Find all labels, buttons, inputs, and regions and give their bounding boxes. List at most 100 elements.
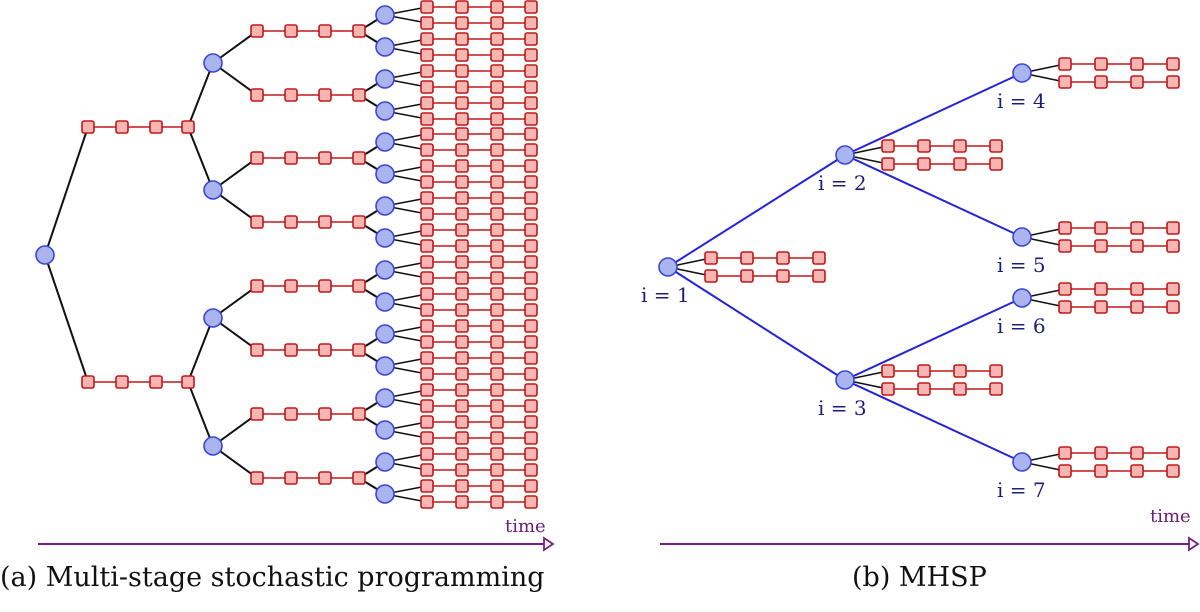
scenario-node <box>375 228 395 248</box>
time-step <box>881 382 895 396</box>
time-step <box>420 447 434 461</box>
mhsp-edge <box>844 379 1023 463</box>
scenario-node <box>375 101 395 121</box>
time-step <box>352 24 366 38</box>
time-step <box>149 375 163 389</box>
time-step <box>420 80 434 94</box>
edge <box>187 62 214 128</box>
time-step <box>1094 75 1108 89</box>
time-step <box>1058 282 1072 296</box>
node-label-2: i = 2 <box>818 171 867 195</box>
caption-panel-b: (b) MHSP <box>852 562 987 593</box>
scenario-node <box>203 308 223 328</box>
time-step <box>455 159 469 173</box>
time-step <box>284 407 298 421</box>
time-step <box>420 239 434 253</box>
time-step <box>1094 300 1108 314</box>
mhsp-node-6 <box>1012 288 1032 308</box>
time-step <box>524 223 538 237</box>
time-step <box>250 151 264 165</box>
edge <box>187 126 214 191</box>
time-arrow-b-head <box>1188 536 1200 552</box>
time-step <box>455 223 469 237</box>
time-step <box>420 479 434 493</box>
time-step <box>420 96 434 110</box>
mhsp-node-7 <box>1012 452 1032 472</box>
time-step <box>420 0 434 14</box>
time-step <box>420 319 434 333</box>
scenario-node <box>375 132 395 152</box>
mhsp-edge <box>844 297 1023 381</box>
time-step <box>490 463 504 477</box>
time-step <box>352 471 366 485</box>
time-step <box>524 463 538 477</box>
node-label-6: i = 6 <box>997 314 1046 338</box>
time-step <box>524 351 538 365</box>
time-step <box>420 383 434 397</box>
time-step <box>318 407 332 421</box>
time-step <box>524 415 538 429</box>
scenario-node <box>375 5 395 25</box>
time-step <box>455 479 469 493</box>
time-step <box>953 157 967 171</box>
time-step <box>490 335 504 349</box>
time-step <box>115 375 129 389</box>
node-label-1: i = 1 <box>641 283 690 307</box>
time-step <box>704 251 718 265</box>
node-label-3: i = 3 <box>818 396 867 420</box>
time-step <box>524 399 538 413</box>
time-step <box>524 159 538 173</box>
time-step <box>490 479 504 493</box>
time-step <box>420 64 434 78</box>
time-step <box>181 120 195 134</box>
time-step <box>420 32 434 46</box>
time-step <box>524 303 538 317</box>
time-step <box>490 383 504 397</box>
time-step <box>1094 446 1108 460</box>
time-step <box>1094 464 1108 478</box>
scenario-node <box>375 324 395 344</box>
scenario-node <box>375 292 395 312</box>
time-step <box>524 48 538 62</box>
time-step <box>455 80 469 94</box>
time-step <box>524 271 538 285</box>
time-step <box>1058 239 1072 253</box>
time-step <box>420 175 434 189</box>
time-step <box>524 32 538 46</box>
time-step <box>284 343 298 357</box>
time-step <box>524 207 538 221</box>
scenario-node <box>203 180 223 200</box>
time-step <box>1130 300 1144 314</box>
time-step <box>420 16 434 30</box>
scenario-node <box>203 436 223 456</box>
time-step <box>455 64 469 78</box>
panel-a-multistage-tree: time <box>35 0 555 552</box>
time-step <box>524 239 538 253</box>
time-step <box>1130 282 1144 296</box>
time-step <box>524 0 538 14</box>
time-step <box>420 143 434 157</box>
time-step <box>490 447 504 461</box>
time-step <box>455 191 469 205</box>
time-step <box>455 495 469 509</box>
time-step <box>1058 75 1072 89</box>
time-step <box>455 367 469 381</box>
time-step <box>352 88 366 102</box>
time-step <box>181 375 195 389</box>
mhsp-node-1 <box>658 257 678 277</box>
time-step <box>455 96 469 110</box>
time-step <box>524 319 538 333</box>
time-step <box>420 255 434 269</box>
time-step <box>1094 57 1108 71</box>
time-step <box>115 120 129 134</box>
root-node <box>35 245 55 265</box>
time-step <box>455 127 469 141</box>
mhsp-node-3 <box>835 370 855 390</box>
scenario-node <box>375 484 395 504</box>
time-step <box>776 269 790 283</box>
time-step <box>490 399 504 413</box>
time-step <box>490 431 504 445</box>
time-step <box>524 495 538 509</box>
time-step <box>1166 221 1180 235</box>
